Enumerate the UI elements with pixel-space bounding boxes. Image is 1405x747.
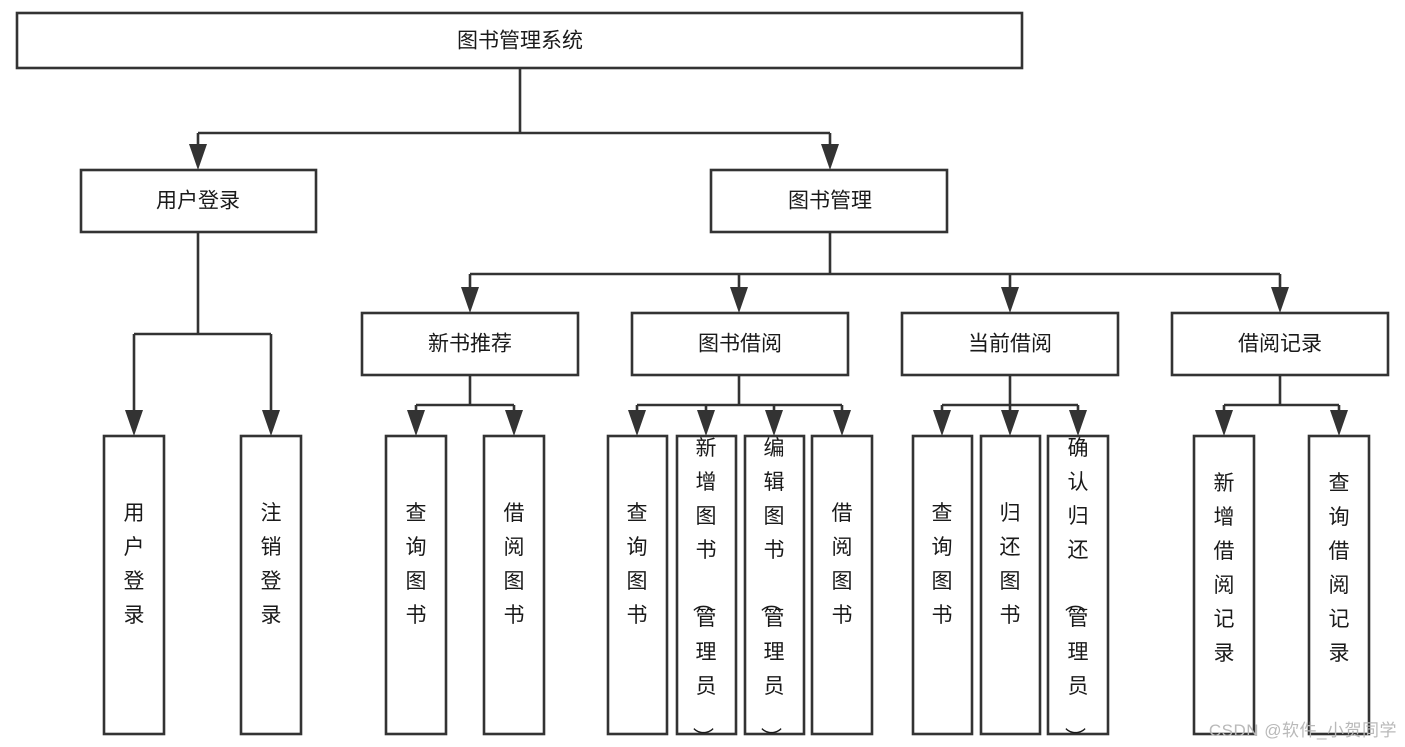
arrowhead-cb-leaf-3 [1069, 410, 1087, 436]
node-root-box[interactable] [15, 11, 1024, 70]
arrowhead-nbr-leaf-1 [407, 410, 425, 436]
node-current-borrow[interactable]: 当前借阅 [900, 311, 1120, 377]
connector-borrow-record-to-leaves [1215, 375, 1348, 436]
arrowhead-book-borrow [730, 287, 748, 313]
node-root[interactable]: 图书管理系统 [15, 11, 1024, 70]
leaf-borrow-record-2-box[interactable] [1307, 434, 1371, 736]
node-current-borrow-label: 当前借阅 [968, 333, 1052, 356]
leaf-book-borrow-3-label: 编辑图书（管理员） [759, 437, 785, 747]
leaf-book-borrow-3[interactable]: 编辑图书（管理员） [743, 434, 806, 747]
arrowhead-new-book-recommend [461, 287, 479, 313]
node-borrow-record-box[interactable] [1170, 311, 1390, 377]
leaf-current-borrow-2-box[interactable] [979, 434, 1042, 736]
leaf-new-book-recommend-1-box[interactable] [384, 434, 448, 736]
connector-user-login-to-leaves [125, 232, 280, 436]
connector-new-book-recommend-to-leaves [407, 375, 523, 436]
node-root-label: 图书管理系统 [457, 30, 583, 53]
arrowhead-user-login [189, 144, 207, 170]
arrowhead-leaf-logout [262, 410, 280, 436]
leaf-borrow-record-2-label: 查询借阅记录 [1329, 472, 1350, 665]
node-book-borrow-box[interactable] [630, 311, 850, 377]
node-book-management[interactable]: 图书管理 [709, 168, 949, 234]
node-new-book-recommend-box[interactable] [360, 311, 580, 377]
leaf-current-borrow-1-box[interactable] [911, 434, 974, 736]
arrowhead-bb-leaf-3 [765, 410, 783, 436]
leaf-book-borrow-2-label: 新增图书（管理员） [691, 437, 717, 747]
node-user-login-box[interactable] [79, 168, 318, 234]
node-current-borrow-box[interactable] [900, 311, 1120, 377]
leaf-current-borrow-3-label: 确认归还（管理员） [1063, 437, 1089, 747]
arrowhead-bb-leaf-1 [628, 410, 646, 436]
leaf-current-borrow-1[interactable]: 查询图书 [911, 434, 974, 736]
leaf-user-login-2-box[interactable] [239, 434, 303, 736]
connector-current-borrow-to-leaves [933, 375, 1087, 436]
leaf-borrow-record-1-label: 新增借阅记录 [1214, 472, 1235, 665]
leaf-current-borrow-3[interactable]: 确认归还（管理员） [1046, 434, 1110, 747]
leaf-book-borrow-1-label: 查询图书 [627, 502, 648, 627]
leaf-new-book-recommend-1-label: 查询图书 [406, 502, 427, 627]
arrowhead-book-mgmt [821, 144, 839, 170]
node-borrow-record[interactable]: 借阅记录 [1170, 311, 1390, 377]
leaf-book-borrow-3-box[interactable] [743, 434, 806, 736]
node-book-management-label: 图书管理 [788, 190, 872, 213]
connector-book-mgmt-to-level3 [461, 232, 1289, 313]
connector-root-to-level2 [189, 68, 839, 170]
leaf-new-book-recommend-1[interactable]: 查询图书 [384, 434, 448, 736]
leaf-borrow-record-1-box[interactable] [1192, 434, 1256, 736]
node-user-login-label: 用户登录 [156, 190, 240, 213]
leaf-book-borrow-4[interactable]: 借阅图书 [810, 434, 874, 736]
leaf-current-borrow-2[interactable]: 归还图书 [979, 434, 1042, 736]
leaf-user-login-1-box[interactable] [102, 434, 166, 736]
arrowhead-nbr-leaf-2 [505, 410, 523, 436]
leaf-book-borrow-4-box[interactable] [810, 434, 874, 736]
arrowhead-cb-leaf-2 [1001, 410, 1019, 436]
leaf-user-login-1[interactable]: 用户登录 [102, 434, 166, 736]
node-borrow-record-label: 借阅记录 [1238, 333, 1322, 356]
leaf-new-book-recommend-2-box[interactable] [482, 434, 546, 736]
leaf-borrow-record-2[interactable]: 查询借阅记录 [1307, 434, 1371, 736]
leaf-borrow-record-1[interactable]: 新增借阅记录 [1192, 434, 1256, 736]
leaf-book-borrow-2[interactable]: 新增图书（管理员） [675, 434, 738, 747]
leaf-user-login-1-label: 用户登录 [124, 502, 145, 627]
node-new-book-recommend-label: 新书推荐 [428, 333, 512, 356]
leaf-new-book-recommend-2-label: 借阅图书 [504, 502, 525, 627]
node-book-management-box[interactable] [709, 168, 949, 234]
arrowhead-current-borrow [1001, 287, 1019, 313]
node-book-borrow-label: 图书借阅 [698, 333, 782, 356]
leaf-book-borrow-1[interactable]: 查询图书 [606, 434, 669, 736]
node-book-borrow[interactable]: 图书借阅 [630, 311, 850, 377]
leaf-user-login-2-label: 注销登录 [261, 502, 282, 627]
leaf-current-borrow-3-box[interactable] [1046, 434, 1110, 736]
leaf-book-borrow-4-label: 借阅图书 [832, 502, 853, 627]
node-new-book-recommend[interactable]: 新书推荐 [360, 311, 580, 377]
leaf-new-book-recommend-2[interactable]: 借阅图书 [482, 434, 546, 736]
leaf-user-login-2[interactable]: 注销登录 [239, 434, 303, 736]
arrowhead-bb-leaf-2 [697, 410, 715, 436]
arrowhead-cb-leaf-1 [933, 410, 951, 436]
connector-book-borrow-to-leaves [628, 375, 851, 436]
leaf-current-borrow-1-label: 查询图书 [932, 502, 953, 627]
arrowhead-bb-leaf-4 [833, 410, 851, 436]
leaf-book-borrow-2-box[interactable] [675, 434, 738, 736]
leaf-current-borrow-2-label: 归还图书 [1000, 502, 1021, 627]
leaf-book-borrow-1-box[interactable] [606, 434, 669, 736]
arrowhead-br-leaf-2 [1330, 410, 1348, 436]
arrowhead-borrow-record [1271, 287, 1289, 313]
arrowhead-br-leaf-1 [1215, 410, 1233, 436]
node-user-login[interactable]: 用户登录 [79, 168, 318, 234]
arrowhead-leaf-user-login [125, 410, 143, 436]
